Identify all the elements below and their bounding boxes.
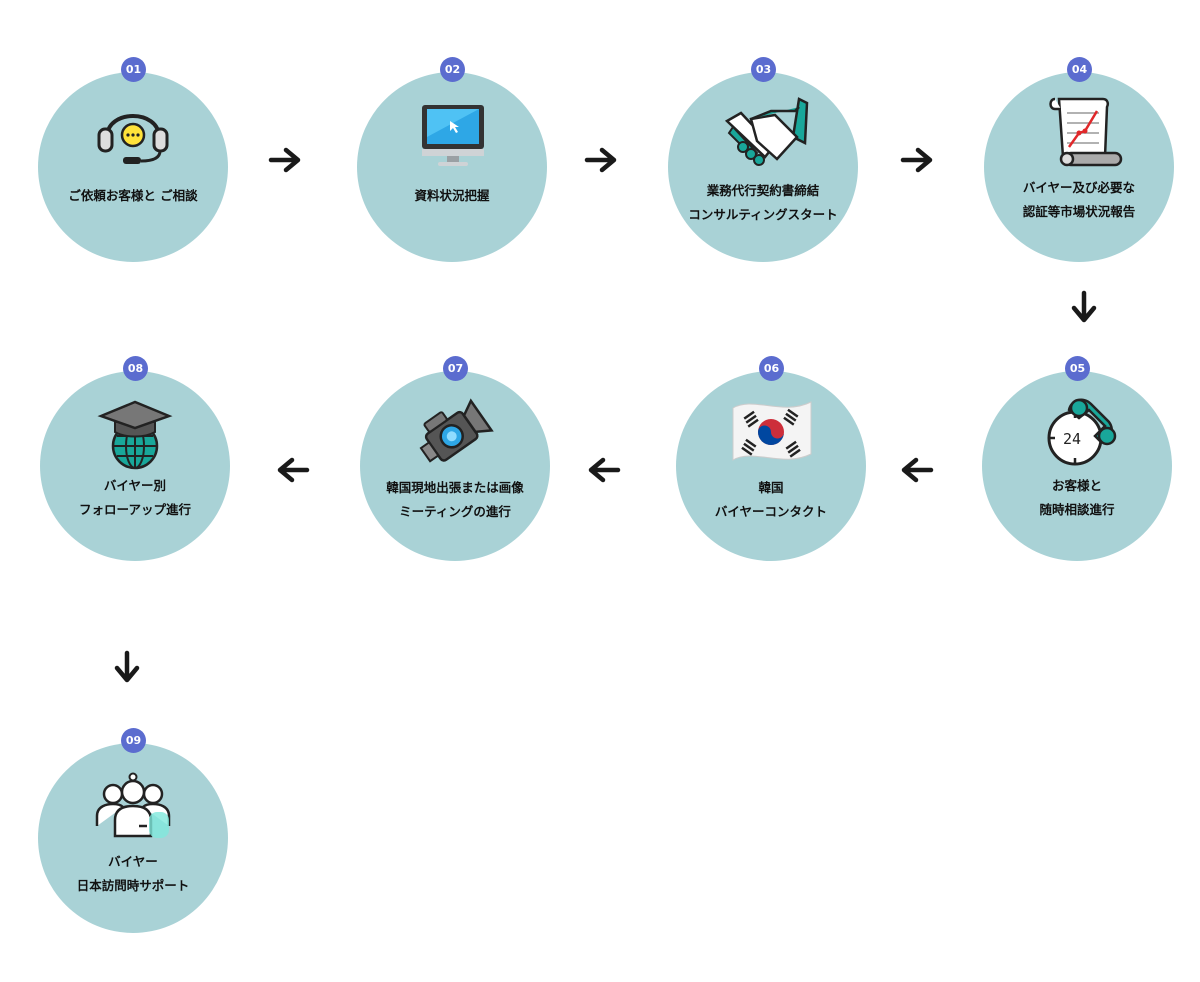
korea-flag-icon bbox=[721, 396, 821, 471]
step-06: 06 韓国 バイヤーコンタクト bbox=[676, 356, 866, 561]
step-label: バイヤー 日本訪問時サポート bbox=[38, 850, 228, 898]
step-label-line: 随時相談進行 bbox=[1039, 502, 1115, 517]
step-label-line: ご依頼お客様と ご相談 bbox=[68, 188, 198, 203]
step-label-line: コンサルティングスタート bbox=[688, 207, 838, 222]
step-02: 02 資料状況把握 bbox=[357, 57, 547, 262]
step-label-line: 認証等市場状況報告 bbox=[1022, 204, 1136, 219]
step-03: 03 業務代行契約書締結 コンサルティングスタート bbox=[668, 57, 858, 262]
handshake-icon bbox=[713, 97, 813, 172]
step-label-line: バイヤー bbox=[108, 854, 158, 869]
step-07: 07 韓国現地出張または画像 ミーティングの進行 bbox=[360, 356, 550, 561]
svg-text:24: 24 bbox=[1063, 430, 1081, 448]
step-circle bbox=[38, 72, 228, 262]
step-number-badge: 07 bbox=[443, 356, 468, 381]
step-label-line: ミーティングの進行 bbox=[399, 504, 511, 519]
arrow-left-icon bbox=[274, 455, 310, 485]
step-circle bbox=[360, 371, 550, 561]
step-08: 08 バイヤー別 フォローアップ進行 bbox=[40, 356, 230, 561]
step-label-line: バイヤー別 bbox=[103, 478, 167, 493]
monitor-icon bbox=[402, 97, 502, 172]
step-label: バイヤー及び必要な 認証等市場状況報告 bbox=[984, 176, 1174, 224]
step-label: お客様と 随時相談進行 bbox=[982, 474, 1172, 522]
step-label: 韓国 バイヤーコンタクト bbox=[676, 476, 866, 524]
arrow-right-icon bbox=[268, 145, 304, 175]
step-number-badge: 04 bbox=[1067, 57, 1092, 82]
step-label-line: バイヤー及び必要な bbox=[1022, 180, 1136, 195]
step-label: バイヤー別 フォローアップ進行 bbox=[40, 474, 230, 522]
arrow-right-icon bbox=[584, 145, 620, 175]
step-label: ご依頼お客様と ご相談 bbox=[38, 184, 228, 208]
step-circle bbox=[357, 72, 547, 262]
step-label-line: 業務代行契約書締結 bbox=[706, 183, 820, 198]
step-number-badge: 03 bbox=[751, 57, 776, 82]
step-number-badge: 01 bbox=[121, 57, 146, 82]
step-04: 04 バイヤー及び必要な 認証等市場状況報告 bbox=[984, 57, 1174, 262]
arrow-down-icon bbox=[1069, 290, 1099, 326]
step-01: 01 ご依頼お客様と ご相談 bbox=[38, 57, 228, 262]
step-label-line: お客様と bbox=[1051, 478, 1102, 493]
step-label-line: 資料状況把握 bbox=[414, 188, 490, 203]
step-label-line: 韓国現地出張または画像 bbox=[386, 480, 524, 495]
step-number-badge: 02 bbox=[440, 57, 465, 82]
step-label-line: 日本訪問時サポート bbox=[76, 878, 190, 893]
video-camera-icon bbox=[405, 396, 505, 471]
arrow-down-icon bbox=[112, 650, 142, 686]
arrow-left-icon bbox=[898, 455, 934, 485]
step-label: 業務代行契約書締結 コンサルティングスタート bbox=[668, 179, 858, 227]
step-05: 05 24 お客様と 随時相談進行 bbox=[982, 356, 1172, 561]
step-09: 09 バイヤー 日本訪問時サポート bbox=[38, 728, 228, 933]
headset-icon bbox=[83, 97, 183, 172]
step-label: 韓国現地出張または画像 ミーティングの進行 bbox=[360, 476, 550, 524]
report-scroll-icon bbox=[1029, 97, 1129, 172]
people-group-icon bbox=[83, 768, 183, 843]
step-circle bbox=[668, 72, 858, 262]
arrow-right-icon bbox=[900, 145, 936, 175]
step-number-badge: 05 bbox=[1065, 356, 1090, 381]
24h-phone-icon: 24 bbox=[1027, 396, 1127, 471]
arrow-left-icon bbox=[585, 455, 621, 485]
step-label-line: 韓国 bbox=[758, 480, 784, 495]
step-circle bbox=[676, 371, 866, 561]
step-label: 資料状況把握 bbox=[357, 184, 547, 208]
graduation-globe-icon bbox=[85, 396, 185, 471]
step-label-line: フォローアップ進行 bbox=[78, 502, 191, 517]
step-label-line: バイヤーコンタクト bbox=[714, 504, 828, 519]
step-number-badge: 09 bbox=[121, 728, 146, 753]
step-number-badge: 06 bbox=[759, 356, 784, 381]
step-number-badge: 08 bbox=[123, 356, 148, 381]
